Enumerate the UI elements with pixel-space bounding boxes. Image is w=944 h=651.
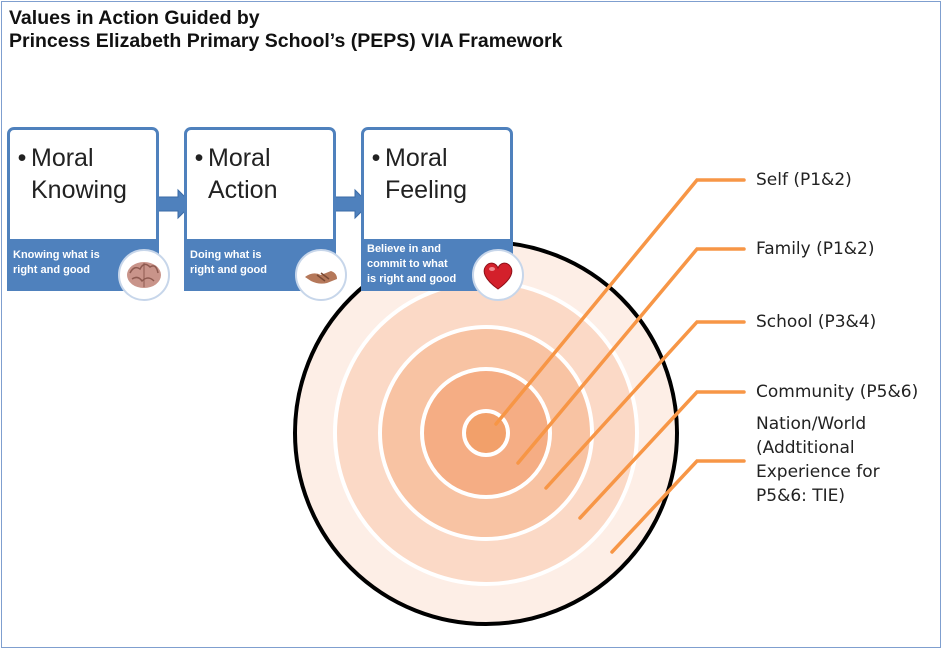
leader-line-family: [516, 247, 746, 465]
card-heading: •Moral Action: [194, 144, 278, 204]
brain-icon: [118, 249, 170, 301]
heart-icon: [472, 249, 524, 301]
label-family: Family (P1&2): [756, 239, 875, 259]
title-line-1: Values in Action Guided by: [9, 7, 260, 29]
card-heading: •Moral Knowing: [17, 144, 127, 204]
label-school: School (P3&4): [756, 312, 877, 332]
diagram-title: Values in Action Guided by Princess Eliz…: [9, 7, 562, 53]
label-nation-world: Nation/World (Addtitional Experience for…: [756, 414, 880, 506]
title-line-2: Princess Elizabeth Primary School’s (PEP…: [9, 30, 563, 52]
leader-line-school: [544, 320, 746, 490]
handshake-icon: [295, 249, 347, 301]
leader-line-nation-world: [610, 459, 746, 554]
leader-line-self: [494, 178, 746, 426]
label-self: Self (P1&2): [756, 170, 852, 190]
label-community: Community (P5&6): [756, 382, 919, 402]
flow-arrows: [154, 188, 370, 220]
card-heading: •Moral Feeling: [371, 144, 467, 204]
leader-line-community: [578, 390, 746, 520]
